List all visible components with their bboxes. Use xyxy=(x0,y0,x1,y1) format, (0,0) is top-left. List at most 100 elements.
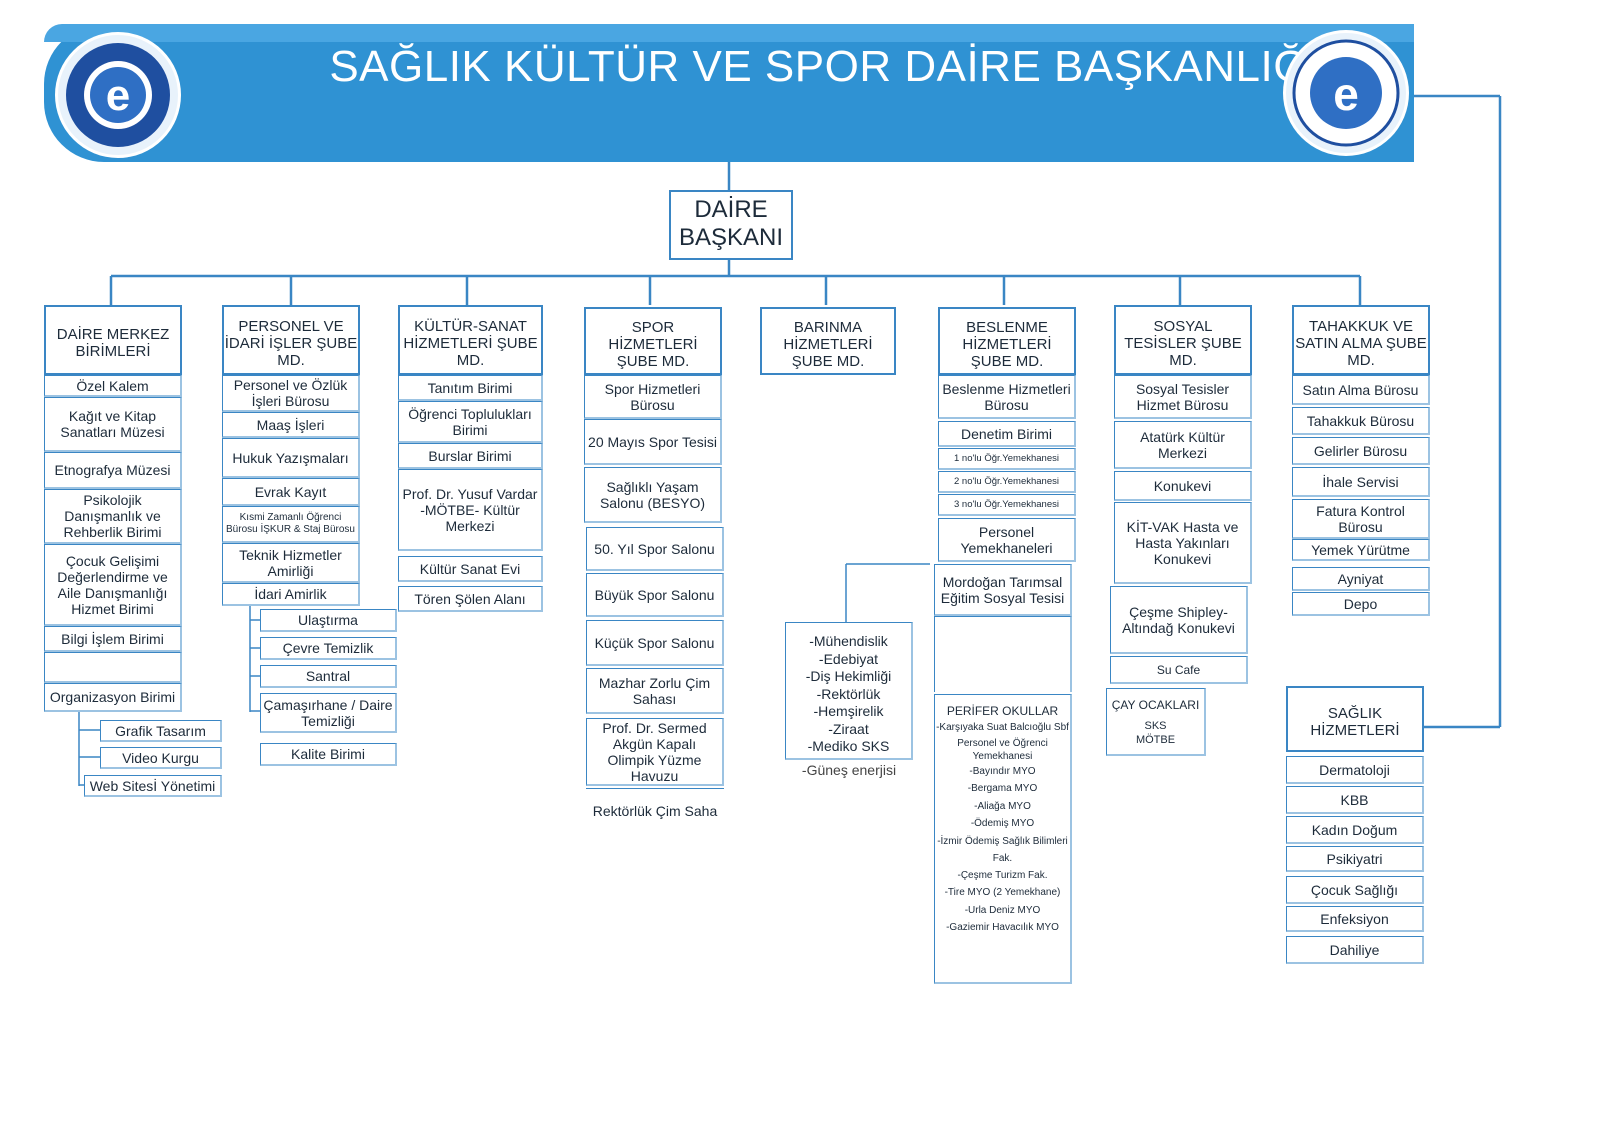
header-banner xyxy=(44,24,1414,162)
list-item: 3 no'lu Öğr.Yemekhanesi xyxy=(938,494,1076,516)
list-item: Çeşme Shipley-Altındağ Konukevi xyxy=(1110,586,1248,654)
list-item: Burslar Birimi xyxy=(398,443,543,469)
list-item: Prof. Dr. Sermed Akgün Kapalı Olimpik Yü… xyxy=(586,718,724,786)
list-item: KİT-VAK Hasta ve Hasta Yakınları Konukev… xyxy=(1114,502,1252,584)
list-item: Ulaştırma xyxy=(260,609,397,632)
list-item: Depo xyxy=(1292,592,1430,616)
list-item: Rektörlük Çim Saha xyxy=(586,788,724,832)
list-item: Hukuk Yazışmaları xyxy=(222,438,360,478)
list-item: -Rektörlük xyxy=(816,685,881,702)
university-logo-left: e xyxy=(55,32,181,158)
list-item: Sosyal Tesisler Hizmet Bürosu xyxy=(1114,375,1252,419)
list-item: Yemek Yürütme xyxy=(1292,539,1430,561)
list-item: Atatürk Kültür Merkezi xyxy=(1114,421,1252,469)
list-item: Personel ve Öğrenci Yemekhanesi xyxy=(957,737,1048,762)
list-item: KBB xyxy=(1286,786,1424,814)
list-item: -Ziraat xyxy=(828,720,869,737)
cay-ocaklari-title: ÇAY OCAKLARI xyxy=(1111,698,1200,712)
list-item: -İzmir Ödemiş Sağlık Bilimleri Fak. xyxy=(937,835,1068,864)
list-item: Satın Alma Bürosu xyxy=(1292,375,1430,405)
list-item: Psikolojik Danışmanlık ve Rehberlik Biri… xyxy=(44,489,182,544)
list-item: Dahiliye xyxy=(1286,936,1424,964)
list-item: 50. Yıl Spor Salonu xyxy=(586,527,724,571)
list-item: Kısmi Zamanlı Öğrenci Bürosu İŞKUR & Sta… xyxy=(222,506,360,543)
dept-beslenme-title: BESLENME HİZMETLERİ ŞUBE MD. xyxy=(938,307,1076,375)
list-item: -Bergama MYO xyxy=(967,783,1038,794)
dept-saglik-title: SAĞLIK HİZMETLERİ xyxy=(1286,686,1424,752)
list-item: Tahakkuk Bürosu xyxy=(1292,407,1430,435)
list-item: -Bayındır MYO xyxy=(969,765,1036,777)
list-item: Denetim Birimi xyxy=(938,421,1076,447)
list-item: Fatura Kontrol Bürosu xyxy=(1292,499,1430,539)
list-item: Teknik Hizmetler Amirliği xyxy=(222,543,360,583)
list-item: -Güneş enerjisi xyxy=(801,762,897,778)
list-item: -Urla Deniz MYO xyxy=(964,904,1041,916)
list-item: Prof. Dr. Yusuf Vardar -MÖTBE- Kültür Me… xyxy=(398,469,543,551)
list-item: Kültür Sanat Evi xyxy=(398,556,543,582)
list-item: Tören Şölen Alanı xyxy=(398,586,543,612)
list-item: Evrak Kayıt xyxy=(222,478,360,506)
list-item: Mazhar Zorlu Çim Sahası xyxy=(586,668,724,714)
list-item: Grafik Tasarım xyxy=(100,720,222,742)
dept-personel-title: PERSONEL VE İDARİ İŞLER ŞUBE MD. xyxy=(222,305,360,375)
list-item: -Mediko SKS xyxy=(807,738,890,754)
dept-spor-title: SPOR HİZMETLERİ ŞUBE MD. xyxy=(584,307,722,375)
list-item: Web Sitesİ Yönetimi xyxy=(84,775,222,797)
list-item: Çocuk Gelişimi Değerlendirme ve Aile Dan… xyxy=(44,544,182,626)
list-item: -Tire MYO (2 Yemekhane) xyxy=(944,887,1061,898)
list-item: -Aliağa MYO xyxy=(974,800,1031,812)
list-item: Sağlıklı Yaşam Salonu (BESYO) xyxy=(584,467,722,523)
list-item: Büyük Spor Salonu xyxy=(586,573,724,617)
list-item: Kağıt ve Kitap Sanatları Müzesi xyxy=(44,397,182,452)
list-item: Etnografya Müzesi xyxy=(44,452,182,489)
sks-logo-right: e xyxy=(1283,30,1409,156)
list-item: Spor Hizmetleri Bürosu xyxy=(584,375,722,419)
list-item: Bilgi İşlem Birimi xyxy=(44,626,182,652)
dept-sosyal-title: SOSYAL TESİSLER ŞUBE MD. xyxy=(1114,305,1252,375)
list-item: Küçük Spor Salonu xyxy=(586,620,724,666)
list-item: -Mühendislik xyxy=(809,633,888,649)
svg-text:e: e xyxy=(1333,68,1359,120)
list-item xyxy=(44,652,182,683)
list-item: 2 no'lu Öğr.Yemekhanesi xyxy=(938,471,1076,493)
periferal-title: PERİFER OKULLAR xyxy=(946,704,1059,718)
list-item: Mordoğan Tarımsal Eğitim Sosyal Tesisi xyxy=(934,564,1072,616)
dept-tahakkuk-title: TAHAKKUK VE SATIN ALMA ŞUBE MD. xyxy=(1292,305,1430,375)
list-item: Çamaşırhane / Daire Temizliği xyxy=(260,693,397,733)
list-item: Çevre Temizlik xyxy=(260,637,397,660)
page-title: SAĞLIK KÜLTÜR VE SPOR DAİRE BAŞKANLIĞI xyxy=(329,42,1321,91)
list-item: -Karşıyaka Suat Balcıoğlu Sbf xyxy=(936,722,1069,733)
list-item: Ayniyat xyxy=(1292,567,1430,591)
cay-ocaklari-box: ÇAY OCAKLARI SKS MÖTBE xyxy=(1106,688,1206,756)
root-line-1: DAİRE xyxy=(694,196,768,223)
list-item: Personel Yemekhaneleri xyxy=(938,518,1076,562)
list-item: Psikiyatri xyxy=(1286,846,1424,872)
empty-box xyxy=(934,616,1072,692)
list-item: Enfeksiyon xyxy=(1286,906,1424,932)
list-item: Maaş İşleri xyxy=(222,412,360,438)
list-item: Su Cafe xyxy=(1110,656,1248,684)
list-item: Tanıtım Birimi xyxy=(398,375,543,401)
list-item: -Ödemiş MYO xyxy=(970,818,1035,829)
list-item: Kadın Doğum xyxy=(1286,816,1424,844)
list-item: -Diş Hekimliği xyxy=(805,668,892,684)
list-item: Çocuk Sağlığı xyxy=(1286,876,1424,904)
list-item: -Hemşirelik xyxy=(813,703,884,719)
list-item: Konukevi xyxy=(1114,471,1252,501)
list-item: -Edebiyat xyxy=(818,650,879,667)
list-item: Gelirler Bürosu xyxy=(1292,437,1430,465)
list-item: Organizasyon Birimi xyxy=(44,683,182,712)
list-item: SKS xyxy=(1144,720,1167,732)
dept-barinma-title: BARINMA HİZMETLERİ ŞUBE MD. xyxy=(760,307,896,375)
list-item: Video Kurgu xyxy=(100,747,222,769)
list-item: 20 Mayıs Spor Tesisi xyxy=(584,419,722,465)
root-line-2: BAŞKANI xyxy=(678,224,784,251)
dept-merkez-title: DAİRE MERKEZ BİRİMLERİ xyxy=(44,305,182,375)
list-item: Beslenme Hizmetleri Bürosu xyxy=(938,375,1076,419)
list-item: -Gaziemir Havacılık MYO xyxy=(946,922,1059,933)
list-item: Özel Kalem xyxy=(44,375,182,397)
list-item: İdari Amirlik xyxy=(222,583,360,606)
dept-kultur-title: KÜLTÜR-SANAT HİZMETLERİ ŞUBE MD. xyxy=(398,305,543,375)
list-item: -Çeşme Turizm Fak. xyxy=(957,869,1048,881)
